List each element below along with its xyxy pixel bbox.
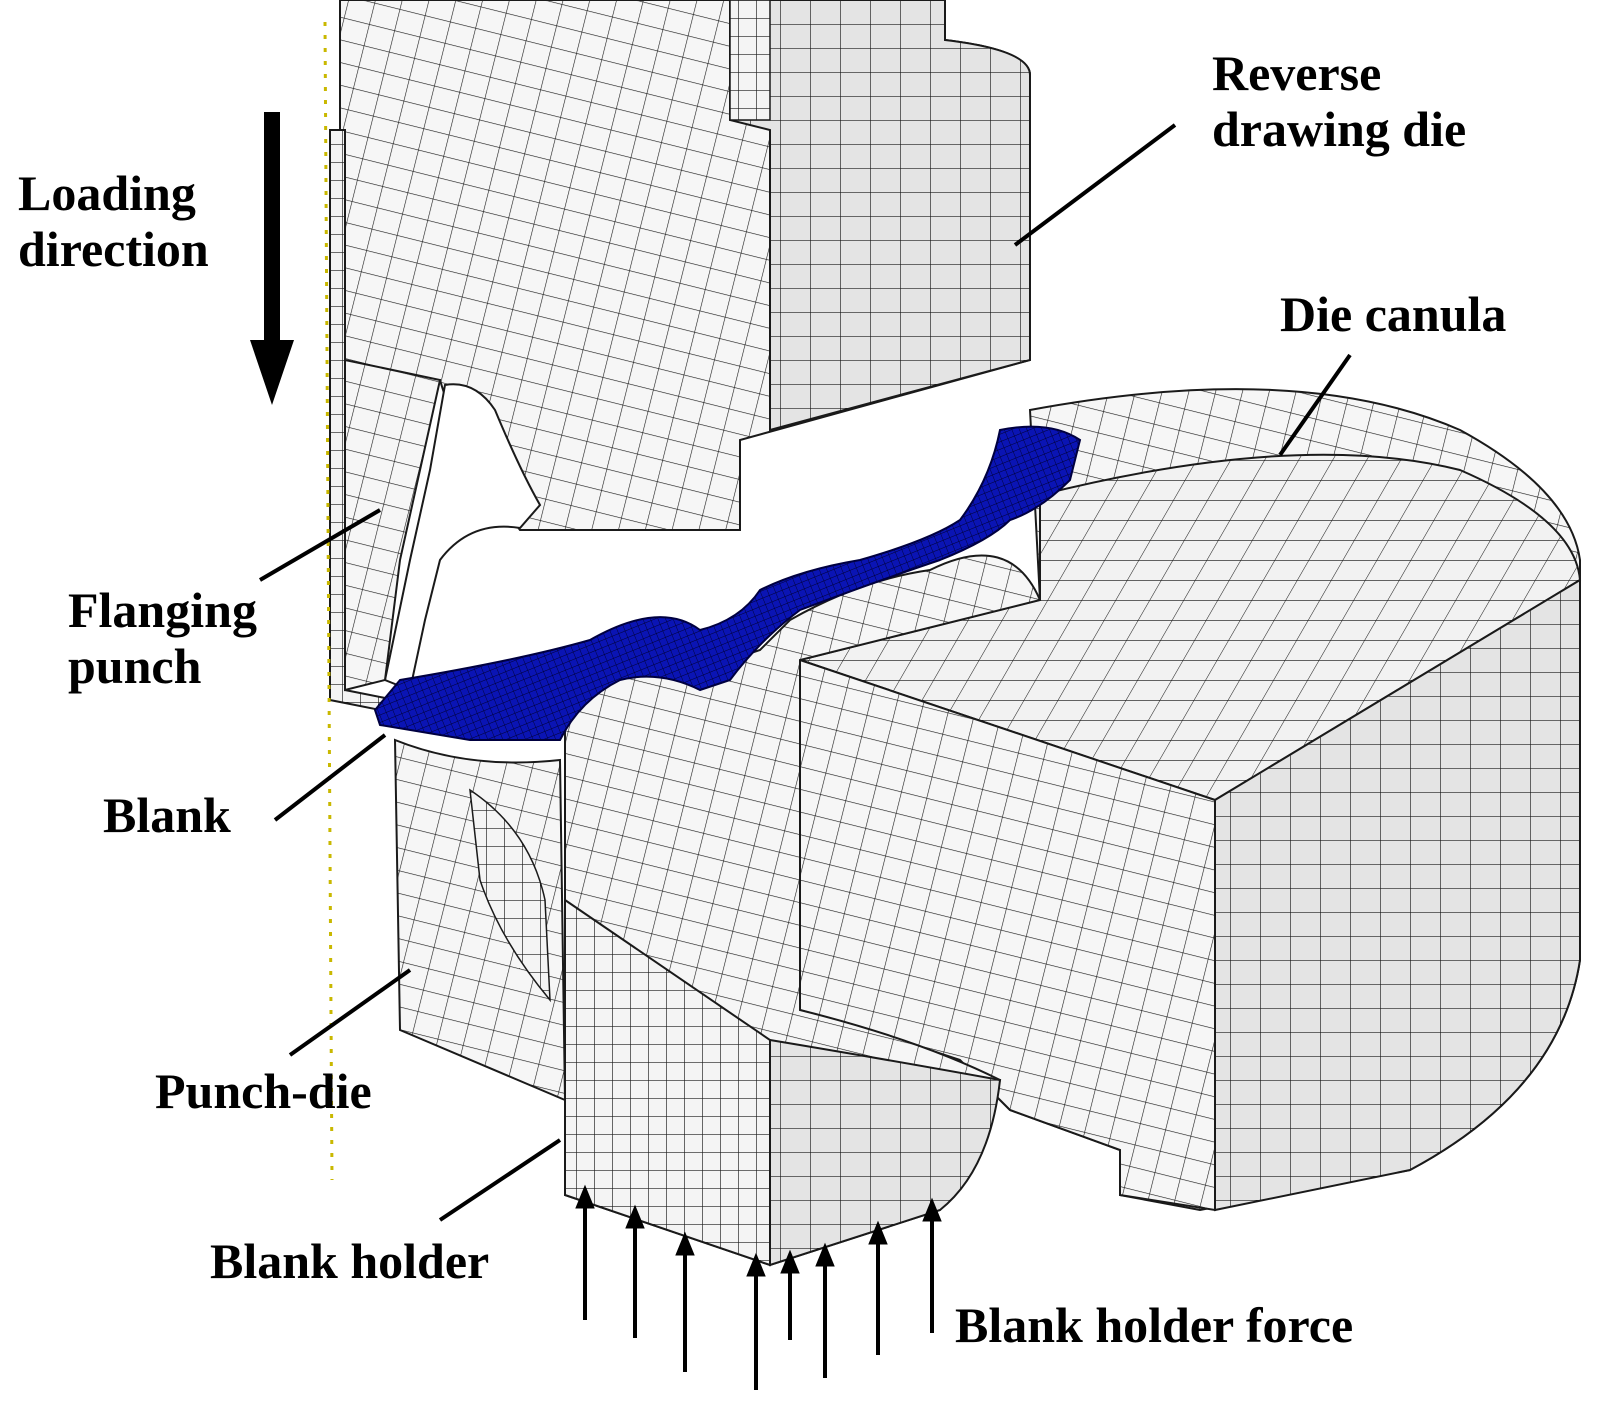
leader-lines <box>258 123 1352 1222</box>
blank-holder-force-arrows <box>575 1184 942 1390</box>
force-arrow-head <box>746 1252 766 1277</box>
blank-label: Blank <box>103 787 231 843</box>
force-arrow-head <box>675 1231 695 1256</box>
die-canula <box>796 388 1582 1212</box>
punch-die-label: Punch-die <box>155 1063 372 1119</box>
force-arrow-head <box>815 1242 835 1267</box>
blank-holder <box>564 554 1042 1267</box>
reverse-drawing-die <box>339 0 1031 692</box>
leader-die-canula <box>1278 353 1352 457</box>
blank-holder-force-label: Blank holder force <box>955 1297 1354 1353</box>
force-arrow-head <box>922 1197 942 1222</box>
reverse-drawing-die-label: Reverse drawing die <box>1212 45 1467 157</box>
force-arrow-head <box>575 1184 595 1209</box>
force-arrow-head <box>780 1249 800 1274</box>
leader-punch-die <box>288 968 412 1057</box>
blank-holder-label: Blank holder <box>210 1233 490 1289</box>
force-arrow-head <box>868 1220 888 1245</box>
loading-direction-arrow <box>250 112 294 405</box>
blank-sheet <box>373 425 1082 741</box>
leader-blank-holder <box>438 1138 562 1222</box>
flanging-punch-label: Flanging punch <box>68 582 257 694</box>
leader-reverse-drawing-die <box>1013 123 1177 247</box>
leader-flanging-punch <box>258 508 382 582</box>
symmetry-axis <box>323 21 334 1181</box>
loading-direction-label: Loading direction <box>18 165 209 277</box>
leader-blank <box>273 733 387 822</box>
force-arrow-head <box>625 1204 645 1229</box>
die-canula-label: Die canula <box>1280 286 1507 342</box>
punch-die <box>393 738 567 1102</box>
